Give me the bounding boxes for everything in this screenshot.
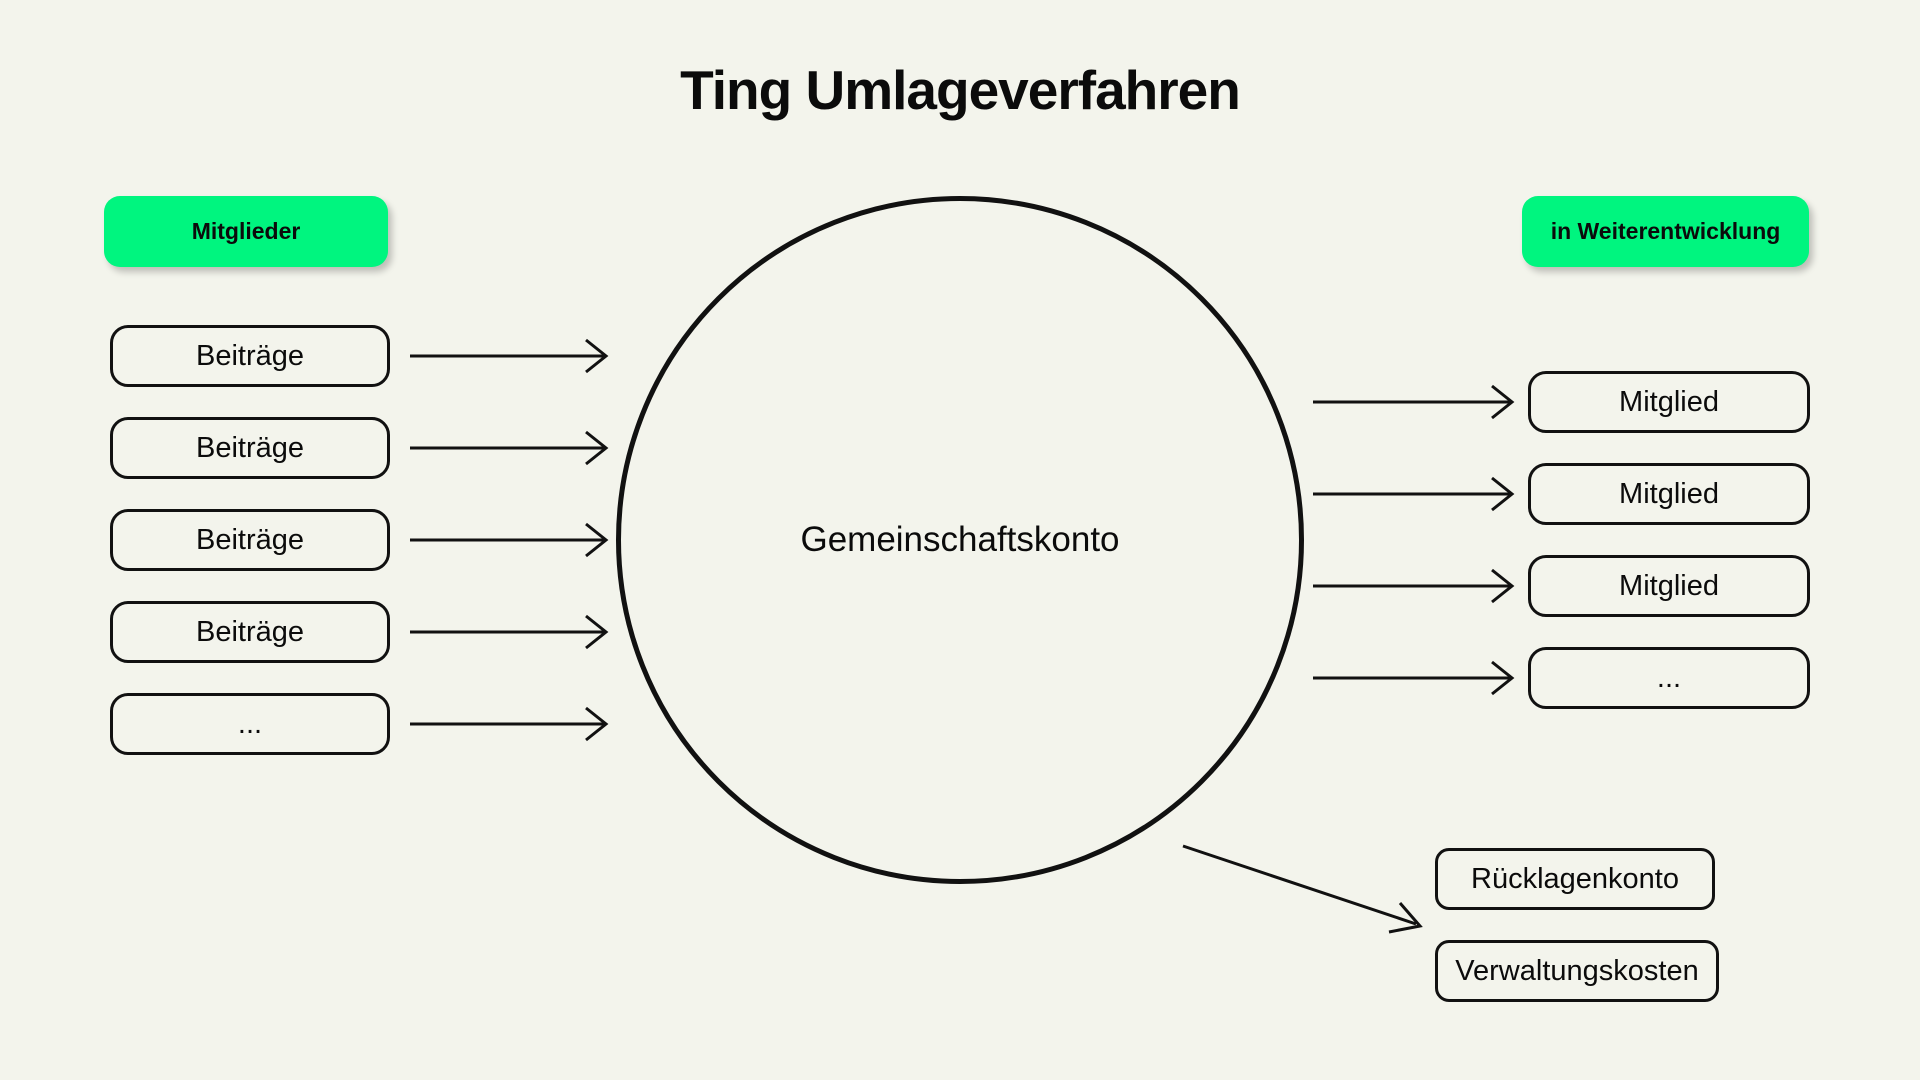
arrow-ruecklagen-icon	[1182, 844, 1423, 934]
arrow-beitraege-more-icon	[410, 706, 609, 742]
arrow-mitglied-more-icon	[1313, 660, 1515, 696]
arrow-beitraege-1-icon	[410, 338, 609, 374]
box-beitraege-4: Beiträge	[110, 601, 390, 663]
arrow-mitglied-2-icon	[1313, 476, 1515, 512]
arrow-beitraege-2-icon	[410, 430, 609, 466]
box-beitraege-more: ...	[110, 693, 390, 755]
arrow-beitraege-3-icon	[410, 522, 609, 558]
box-beitraege-1: Beiträge	[110, 325, 390, 387]
arrow-beitraege-4-icon	[410, 614, 609, 650]
badge-in-weiterentwicklung: in Weiterentwicklung	[1522, 196, 1809, 267]
page-title: Ting Umlageverfahren	[680, 59, 1241, 121]
box-mitglied-2: Mitglied	[1528, 463, 1810, 525]
gemeinschaftskonto-label: Gemeinschaftskonto	[800, 520, 1120, 559]
arrow-mitglied-1-icon	[1313, 384, 1515, 420]
box-verwaltungskosten: Verwaltungskosten	[1435, 940, 1719, 1002]
box-mitglied-3: Mitglied	[1528, 555, 1810, 617]
box-ruecklagenkonto: Rücklagenkonto	[1435, 848, 1715, 910]
box-beitraege-2: Beiträge	[110, 417, 390, 479]
box-mitglied-more: ...	[1528, 647, 1810, 709]
box-mitglied-1: Mitglied	[1528, 371, 1810, 433]
badge-mitglieder: Mitglieder	[104, 196, 388, 267]
gemeinschaftskonto-circle: Gemeinschaftskonto	[616, 196, 1304, 884]
box-beitraege-3: Beiträge	[110, 509, 390, 571]
arrow-mitglied-3-icon	[1313, 568, 1515, 604]
